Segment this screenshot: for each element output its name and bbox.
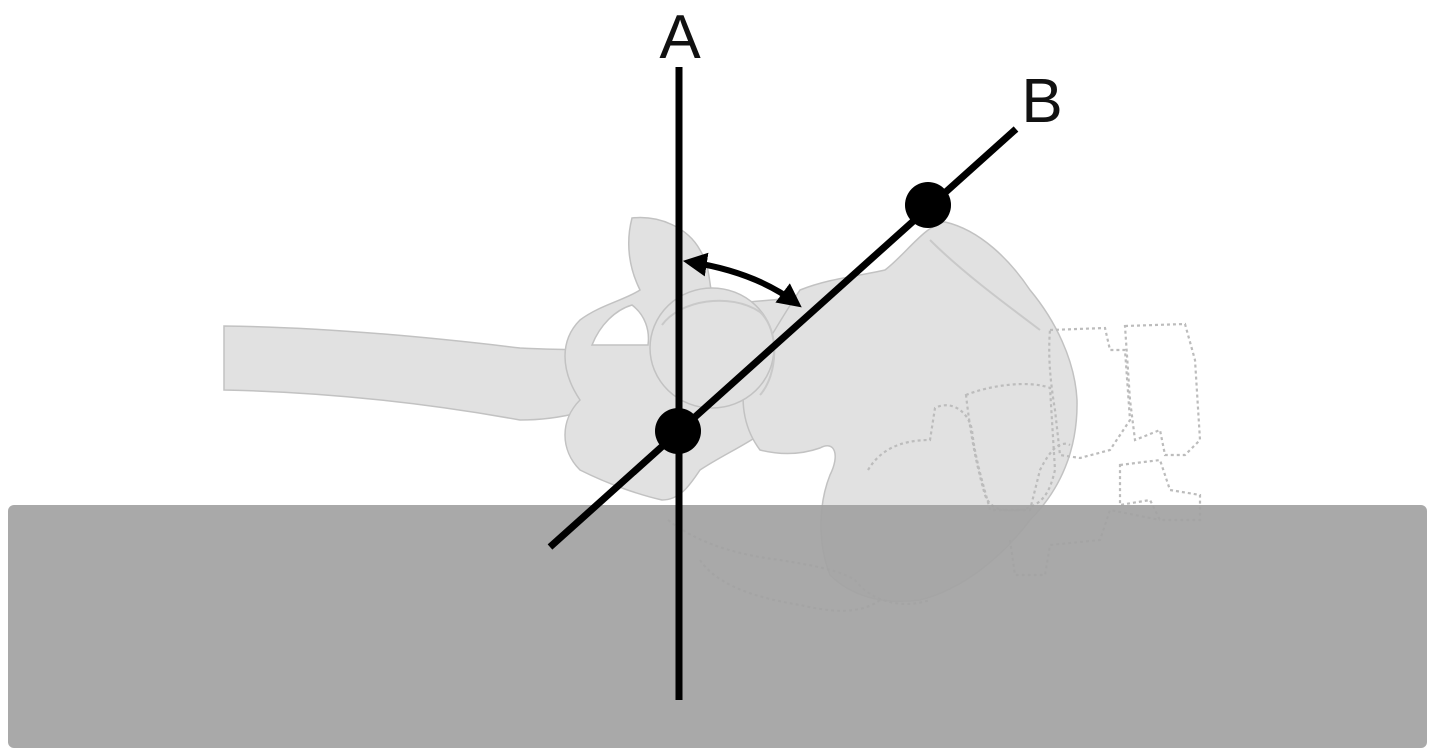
label-b: B bbox=[1021, 67, 1062, 136]
sacral-landmark-dot bbox=[905, 182, 951, 228]
vertebra-3-outline bbox=[1125, 324, 1200, 455]
label-a: A bbox=[659, 3, 701, 72]
acetabulum bbox=[650, 288, 774, 408]
hip-center-dot bbox=[655, 408, 701, 454]
table-surface bbox=[8, 505, 1427, 748]
